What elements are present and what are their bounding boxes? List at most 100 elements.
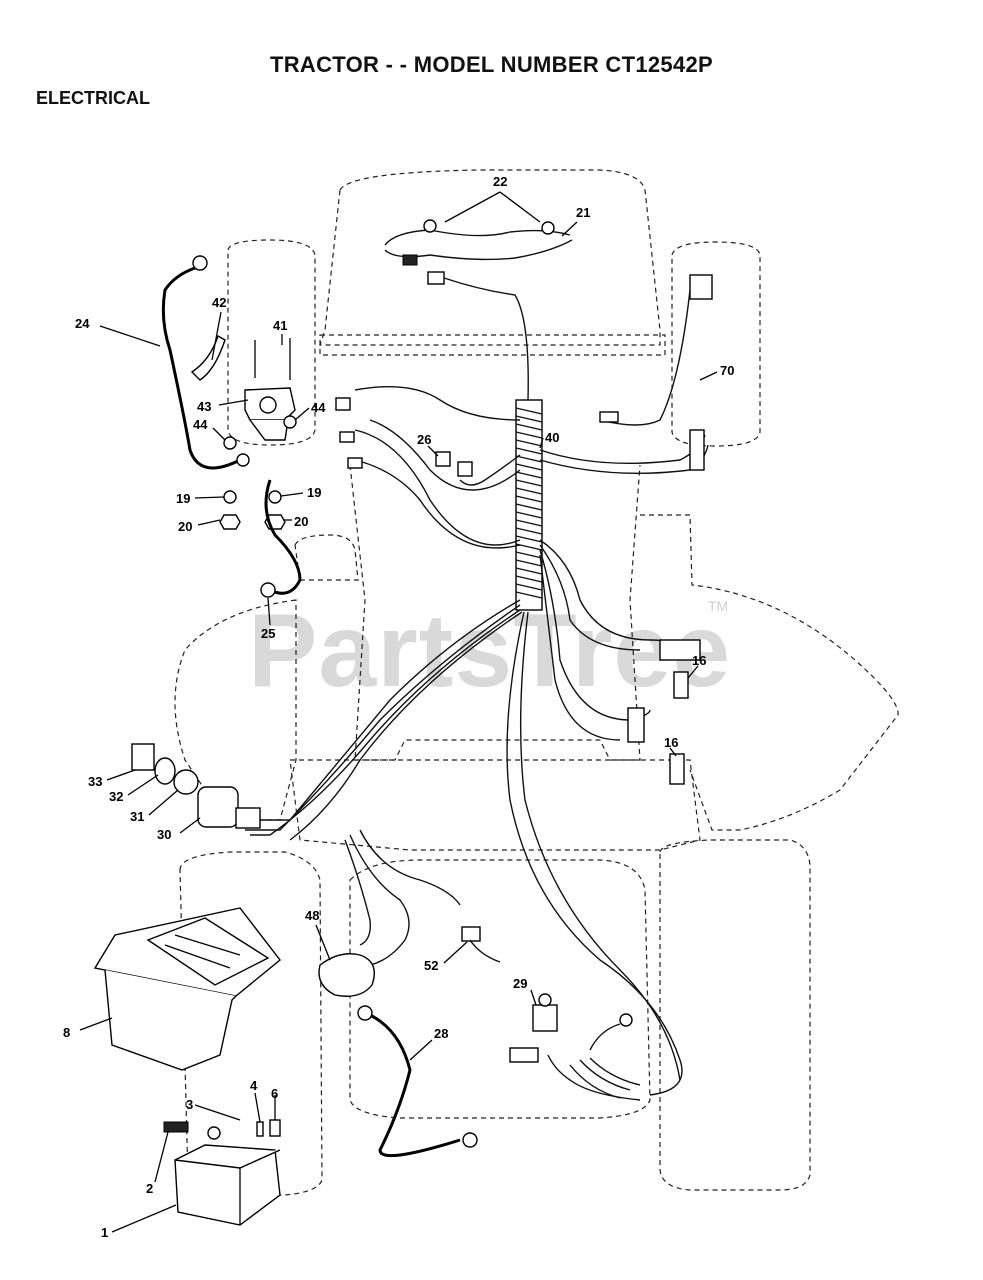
nut-44-right xyxy=(283,415,297,429)
battery-box xyxy=(93,907,281,1071)
callout-1: 1 xyxy=(101,1225,108,1240)
solenoid-body xyxy=(259,396,277,414)
left-front-wheel xyxy=(227,239,316,446)
bolt-2 xyxy=(163,1121,189,1133)
nut-31 xyxy=(173,769,199,795)
callout-20-right: 20 xyxy=(294,514,308,529)
watermark-trademark: TM xyxy=(708,598,729,614)
right-connectors xyxy=(599,274,713,785)
tractor-outline xyxy=(174,169,899,1196)
callout-leaders xyxy=(79,191,718,1233)
callout-25: 25 xyxy=(261,626,275,641)
washer-4 xyxy=(256,1121,264,1137)
left-fender-outline xyxy=(174,599,297,821)
switch-52-body xyxy=(461,926,481,942)
callout-19-left: 19 xyxy=(176,491,190,506)
page-title: TRACTOR - - MODEL NUMBER CT12542P xyxy=(269,52,714,77)
nut-44-left xyxy=(223,436,237,450)
headlight-plug xyxy=(427,271,445,285)
callout-52: 52 xyxy=(424,958,438,973)
callout-24: 24 xyxy=(75,316,90,331)
frame-outline xyxy=(349,464,641,761)
dash-connectors xyxy=(335,397,473,477)
callout-2: 2 xyxy=(146,1181,153,1196)
callout-21: 21 xyxy=(576,205,590,220)
callout-40: 40 xyxy=(545,430,559,445)
ignition-switch-30 xyxy=(197,786,239,828)
connector-26-a xyxy=(435,451,451,467)
callout-6: 6 xyxy=(271,1086,278,1101)
center-box-outline xyxy=(349,859,651,1119)
cable-28-eyelet-top xyxy=(357,1005,373,1021)
callout-22: 22 xyxy=(493,174,507,189)
callout-44-right: 44 xyxy=(311,400,326,415)
callout-33: 33 xyxy=(88,774,102,789)
headlight-bulb-left xyxy=(423,219,437,233)
switch-29 xyxy=(532,1004,558,1032)
callout-labels: 22 21 24 42 41 43 44 44 19 19 20 20 25 2… xyxy=(63,174,734,1240)
callout-43: 43 xyxy=(197,399,211,414)
callout-41: 41 xyxy=(273,318,287,333)
bezel-32 xyxy=(154,757,176,785)
ignition-switch-parts xyxy=(131,743,261,829)
headlight-harness xyxy=(384,219,573,401)
callout-28: 28 xyxy=(434,1026,448,1041)
right-fender-outline xyxy=(640,514,899,831)
terminal-boot-42 xyxy=(190,334,226,381)
callout-3: 3 xyxy=(186,1097,193,1112)
steering-column-outline xyxy=(294,534,359,581)
connector-70 xyxy=(689,274,713,300)
connector-upper-right xyxy=(659,639,701,661)
connector-small xyxy=(599,411,619,423)
nut-6 xyxy=(269,1119,281,1137)
solenoid-assembly xyxy=(190,334,297,530)
switch-16-upper xyxy=(673,671,689,699)
battery-body xyxy=(174,1144,281,1226)
connector-right-top xyxy=(689,429,705,471)
key-33 xyxy=(131,743,155,771)
main-harness-coil xyxy=(515,399,543,611)
solenoid-base xyxy=(249,419,289,441)
callout-20-left: 20 xyxy=(178,519,192,534)
nut-20-left xyxy=(219,514,241,530)
callout-30: 30 xyxy=(157,827,171,842)
switch-16-lower xyxy=(669,753,685,785)
callout-16-lower: 16 xyxy=(664,735,678,750)
callout-44-left: 44 xyxy=(193,417,208,432)
callout-26: 26 xyxy=(417,432,431,447)
callout-29: 29 xyxy=(513,976,527,991)
callout-70: 70 xyxy=(720,363,734,378)
switch-48 xyxy=(318,953,375,997)
callout-31: 31 xyxy=(130,809,144,824)
right-front-wheel xyxy=(671,241,761,447)
connector-29 xyxy=(509,1047,539,1063)
misc-switches xyxy=(318,926,641,1101)
callout-32: 32 xyxy=(109,789,123,804)
headlight-bulb-right xyxy=(541,221,555,235)
battery-box-body xyxy=(104,969,237,1071)
dash-outline xyxy=(319,334,666,356)
battery-cables xyxy=(161,255,478,1158)
watermark: PartsTree xyxy=(248,593,732,709)
cable-25-eyelet xyxy=(260,582,276,598)
callout-42: 42 xyxy=(212,295,226,310)
callout-48: 48 xyxy=(305,908,319,923)
harness-branches xyxy=(240,386,709,1096)
hood-outline xyxy=(319,169,661,346)
callout-8: 8 xyxy=(63,1025,70,1040)
battery xyxy=(163,1119,281,1226)
headlight-connector xyxy=(402,254,418,266)
callout-16-upper: 16 xyxy=(692,653,706,668)
battery-box-insert xyxy=(146,917,270,986)
seat-deck-outline xyxy=(289,759,701,851)
section-title: ELECTRICAL xyxy=(36,88,150,108)
cable-24-eyelet xyxy=(192,255,208,271)
switch-connector xyxy=(235,807,261,829)
connector-lower-right xyxy=(627,707,645,743)
cable-28-eyelet-bottom xyxy=(462,1132,478,1148)
connector-26-b xyxy=(457,461,473,477)
ground-eyelet xyxy=(619,1013,633,1027)
callout-4: 4 xyxy=(250,1078,258,1093)
right-rear-wheel xyxy=(659,839,811,1191)
